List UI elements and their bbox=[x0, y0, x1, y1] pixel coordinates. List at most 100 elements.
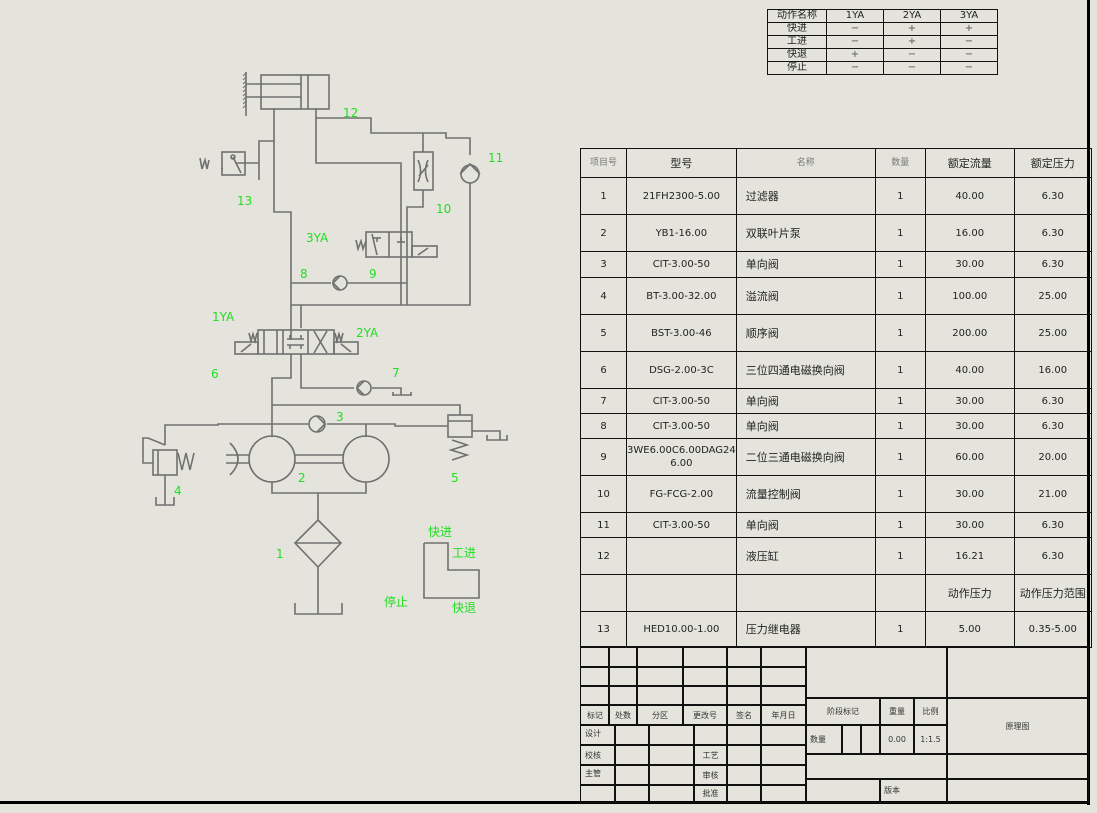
grid-cell bbox=[760, 784, 807, 803]
label-check: 校核 bbox=[580, 744, 616, 766]
item-qty: 1 bbox=[874, 277, 926, 315]
item-rated-flow: 100.00 bbox=[924, 277, 1015, 315]
item-model: CIT-3.00-50 bbox=[626, 512, 737, 538]
grid-cell bbox=[726, 724, 762, 746]
item-rated-pressure: 25.00 bbox=[1013, 314, 1092, 352]
item-model: YB1-16.00 bbox=[626, 214, 737, 252]
action-name: 快进 bbox=[767, 22, 827, 36]
item-rated-pressure: 6.30 bbox=[1013, 251, 1092, 278]
item-name: 二位三通电磁换向阀 bbox=[735, 438, 876, 476]
item-model: 3WE6.00C6.00DAG24 6.00 bbox=[626, 438, 737, 476]
item-qty: 1 bbox=[874, 214, 926, 252]
item-rated-pressure: 6.30 bbox=[1013, 214, 1092, 252]
action-row: 停止 − − − bbox=[767, 61, 998, 75]
grid-cell bbox=[580, 685, 610, 706]
item-rated-pressure: 6.30 bbox=[1013, 177, 1092, 215]
header-3ya: 3YA bbox=[940, 9, 998, 23]
grid-cell bbox=[693, 724, 728, 746]
label-3ya: 3YA bbox=[306, 231, 329, 245]
check-valve-11 bbox=[459, 162, 481, 184]
parts-sub-header: 动作压力 动作压力范围 bbox=[580, 574, 1092, 612]
label-6: 6 bbox=[211, 367, 219, 381]
grid-cell bbox=[636, 666, 684, 687]
item-name: 顺序阀 bbox=[735, 314, 876, 352]
label-5: 5 bbox=[451, 471, 459, 485]
action-name: 停止 bbox=[767, 61, 827, 75]
grid-cell bbox=[580, 666, 610, 687]
item-model bbox=[626, 537, 737, 575]
label-work-feed: 工进 bbox=[452, 546, 476, 560]
grid-cell bbox=[760, 666, 807, 687]
item-no: 10 bbox=[580, 475, 627, 513]
parts-row: 13 HED10.00-1.00 压力继电器 1 5.00 0.35-5.00 bbox=[580, 611, 1092, 648]
scale-value: 1:1.5 bbox=[913, 724, 948, 755]
item-no: 2 bbox=[580, 214, 627, 252]
item-rated-flow: 16.00 bbox=[924, 214, 1015, 252]
label-weight: 重量 bbox=[879, 697, 915, 726]
empty-cell bbox=[626, 574, 737, 612]
action-state: + bbox=[940, 22, 998, 36]
item-model: HED10.00-1.00 bbox=[626, 611, 737, 648]
header-action-pressure: 动作压力 bbox=[924, 574, 1015, 612]
item-rated-pressure: 16.00 bbox=[1013, 351, 1092, 389]
header-model: 型号 bbox=[626, 148, 737, 178]
item-qty: 1 bbox=[874, 351, 926, 389]
item-rated-pressure: 6.30 bbox=[1013, 388, 1092, 414]
double-vane-pump-2 bbox=[226, 435, 390, 483]
filter-1 bbox=[293, 518, 343, 569]
hydraulic-cylinder-12 bbox=[242, 72, 330, 116]
item-qty: 1 bbox=[874, 251, 926, 278]
item-model: CIT-3.00-50 bbox=[626, 251, 737, 278]
header-qty: 数量 bbox=[874, 148, 926, 178]
grid-cell bbox=[760, 764, 807, 786]
empty-cell bbox=[874, 574, 926, 612]
item-rated-flow: 30.00 bbox=[924, 388, 1015, 414]
grid-cell bbox=[726, 685, 762, 706]
action-state: − bbox=[826, 35, 884, 49]
item-model: CIT-3.00-50 bbox=[626, 388, 737, 414]
item-rated-pressure: 25.00 bbox=[1013, 277, 1092, 315]
item-no: 8 bbox=[580, 413, 627, 439]
label-9: 9 bbox=[369, 267, 377, 281]
item-no: 5 bbox=[580, 314, 627, 352]
label-process: 工艺 bbox=[693, 744, 728, 766]
item-qty: 1 bbox=[874, 177, 926, 215]
grid-cell bbox=[682, 666, 728, 687]
action-state: − bbox=[883, 61, 941, 75]
item-rated-flow: 40.00 bbox=[924, 177, 1015, 215]
drawing-name: 原理图 bbox=[946, 697, 1089, 755]
grid-cell bbox=[726, 784, 762, 803]
blank-cell bbox=[805, 778, 881, 803]
item-name: 三位四通电磁换向阀 bbox=[735, 351, 876, 389]
empty-cell bbox=[735, 574, 876, 612]
item-rated-pressure: 20.00 bbox=[1013, 438, 1092, 476]
label-3: 3 bbox=[336, 410, 344, 424]
grid-cell bbox=[760, 685, 807, 706]
item-rated-pressure: 21.00 bbox=[1013, 475, 1092, 513]
rev-header-signature: 签名 bbox=[726, 704, 762, 726]
item-action-pressure: 5.00 bbox=[924, 611, 1015, 648]
action-table-header: 动作名称 1YA 2YA 3YA bbox=[767, 9, 998, 23]
item-qty: 1 bbox=[874, 475, 926, 513]
grid-cell bbox=[726, 764, 762, 786]
item-name: 单向阀 bbox=[735, 251, 876, 278]
label-2: 2 bbox=[298, 471, 306, 485]
check-valve-3 bbox=[308, 415, 327, 433]
working-cycle-diagram bbox=[423, 542, 480, 599]
solenoid-action-table: 动作名称 1YA 2YA 3YA 快进 − + + 工进 − + − 快退 + … bbox=[767, 9, 998, 75]
grid-cell bbox=[608, 646, 638, 668]
item-model: CIT-3.00-50 bbox=[626, 413, 737, 439]
item-rated-flow: 40.00 bbox=[924, 351, 1015, 389]
label-fast-forward: 快进 bbox=[428, 525, 452, 539]
action-state: − bbox=[940, 48, 998, 62]
pipe-network bbox=[155, 109, 508, 615]
action-row: 工进 − + − bbox=[767, 35, 998, 49]
action-state: − bbox=[883, 48, 941, 62]
